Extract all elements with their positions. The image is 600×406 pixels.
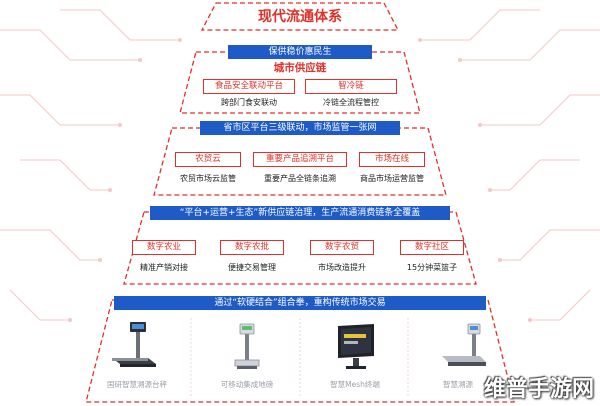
tier-2-caption-market-online: 商品市场运营监管	[360, 174, 424, 183]
watermark: 维普手游网	[483, 377, 594, 402]
tier-3-item-digital-market: 数字农贸	[310, 240, 374, 255]
tier-3-caption-digital-agri: 精准产销对接	[140, 263, 188, 272]
mesh-terminal-icon	[338, 324, 374, 369]
tier-2-item-trace-platform: 重要产品追溯平台	[253, 152, 347, 167]
tier-3-item-digital-wholesale: 数字农批	[220, 240, 284, 255]
device-caption-platform-scale: 国研智慧溯源台秤	[107, 380, 167, 389]
tier-2-item-agri-cloud: 农贸云	[175, 152, 241, 167]
tier-1-caption-cold-chain: 冷链全流程管控	[323, 98, 379, 107]
tier-2-item-market-online: 市场在线	[359, 152, 425, 167]
tier-3-item-digital-agri: 数字农业	[132, 240, 196, 255]
device-caption-mesh-terminal: 智慧Mesh终端	[330, 380, 380, 389]
tier-4-banner: 通过“软硬结合”组合拳，重构传统市场交易	[114, 296, 486, 310]
tier-2-caption-trace-platform: 重要产品全链条追溯	[264, 174, 336, 183]
device-caption-floor-scale: 可移动集成地磅	[220, 380, 274, 389]
trace-scale-icon	[442, 323, 486, 366]
tier-2-banner: 省市区平台三级联动，市场监管一张网	[200, 121, 400, 135]
floor-scale-icon	[234, 323, 260, 369]
tier-3-banner: “平台+运营+生态”新供应链治理，生产流通消费链条全覆盖	[150, 206, 450, 220]
platform-scale-icon	[112, 322, 156, 367]
tier-1-caption-food-safety: 跨部门食安联动	[221, 98, 277, 107]
tier-1-subtitle: 城市供应链	[273, 62, 327, 74]
tier-3-caption-digital-community: 15分钟菜篮子	[406, 263, 458, 272]
tier-3-caption-digital-market: 市场改造提升	[318, 263, 366, 272]
tier-1-item-cold-chain: 智冷链	[305, 79, 397, 94]
tier-1-banner: 保供稳价惠民生	[228, 45, 372, 59]
page-title: 现代流通体系	[258, 9, 342, 25]
tier-2-caption-agri-cloud: 农贸市场云监管	[180, 174, 236, 183]
tier-3-caption-digital-wholesale: 便捷交易管理	[228, 263, 276, 272]
tier-1-item-food-safety: 食品安全联动平台	[203, 79, 295, 94]
tier-3-item-digital-community: 数字社区	[400, 240, 464, 255]
